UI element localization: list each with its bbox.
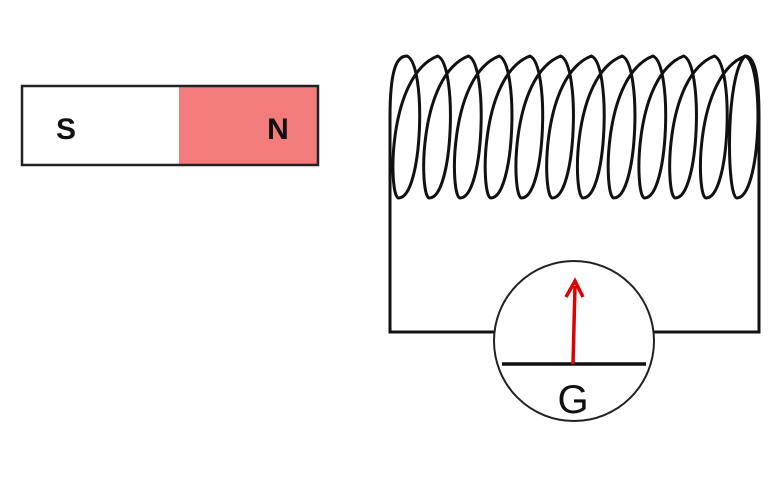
magnet-north-half: [179, 86, 318, 165]
left-lead-wire: [388, 118, 494, 334]
galvanometer: G: [493, 260, 655, 422]
solenoid-coil: [388, 54, 761, 200]
coil-wire: [388, 54, 761, 200]
bar-magnet: S N: [20, 84, 320, 167]
right-lead-wire: [654, 118, 761, 334]
magnet-south-half: [22, 86, 179, 165]
magnet-south-label: S: [56, 113, 76, 146]
galvanometer-needle-arrowhead: [564, 277, 585, 298]
galvanometer-label: G: [557, 378, 588, 422]
magnet-north-label: N: [267, 113, 289, 146]
circuit-wire: [388, 118, 761, 334]
magnet-outline: [20, 84, 320, 167]
galvanometer-needle: [571, 285, 577, 365]
